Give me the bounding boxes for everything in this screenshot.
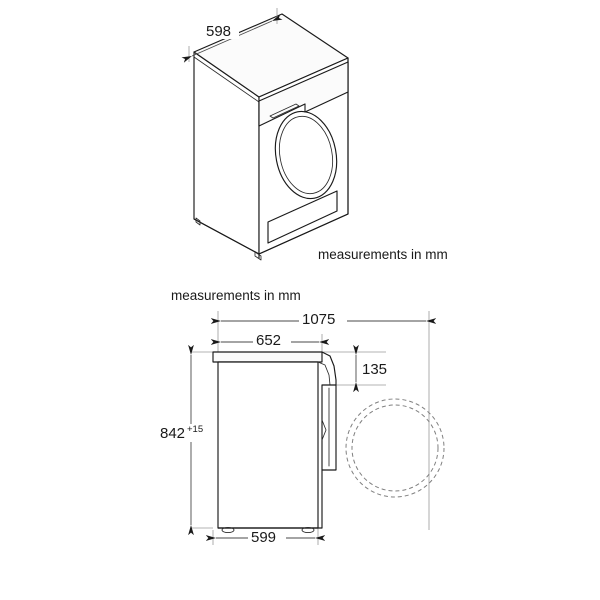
side-top-panel [212,351,323,363]
side-dim-599-label: 599 [251,529,276,546]
iso-control-panel-display [269,103,300,119]
side-sloped-control-panel [321,351,337,386]
door-swing-arc-outer [345,398,445,498]
iso-foot-front [254,251,262,261]
door-swing-arc-inner [351,404,439,492]
side-cabinet-body [217,361,319,529]
iso-dim-598-label: 598 [206,23,231,40]
side-dim-652-label-bg [253,331,291,348]
side-door-hinge [321,419,327,441]
iso-door-outer [274,110,338,200]
side-view: measurements in mm 1075 652 135 [158,288,445,546]
side-dim-652-label: 652 [256,332,281,349]
iso-door-inner [278,115,334,195]
side-sloped-control-panel-inner [317,361,331,386]
note-measurements-bottom: measurements in mm [171,288,301,303]
side-dim-height-label: 842 [160,425,185,442]
side-dim-1075-label-bg [299,310,347,327]
side-dim-599-label-bg [248,528,286,545]
iso-foot-left [195,217,201,226]
iso-bottom-edge [193,213,349,259]
side-dim-135-label: 135 [362,361,387,378]
side-foot-left [221,526,235,534]
iso-lower-access-flap [267,190,338,244]
side-dim-height-label-bg [158,424,198,442]
note-measurements-top: measurements in mm [318,247,448,262]
iso-dim-598-label-bg [203,23,239,39]
isometric-view: 598 measurements in mm [181,8,448,262]
side-dim-height-tolerance: +15 [187,424,203,435]
side-dim-1075-label: 1075 [302,311,335,328]
side-foot-right [301,526,315,534]
